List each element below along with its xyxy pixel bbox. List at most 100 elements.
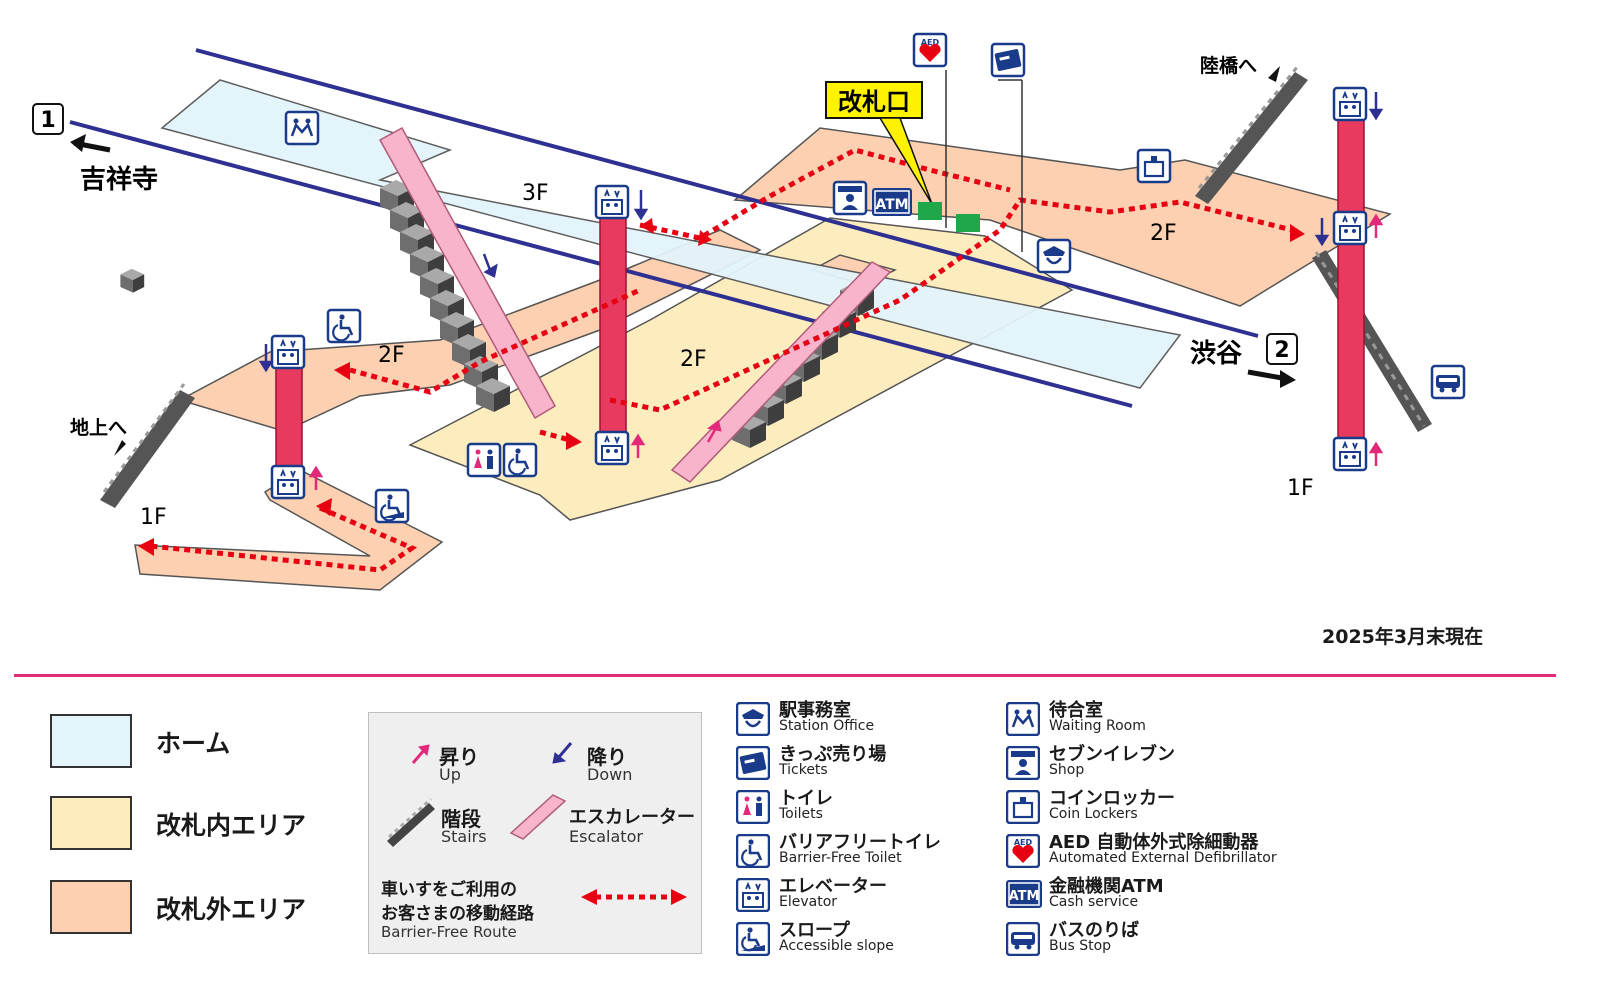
elevator-shaft-right bbox=[1337, 115, 1365, 443]
area-outside-gate: 改札外エリア bbox=[50, 880, 370, 934]
locker-icon bbox=[1006, 790, 1040, 824]
slope-icon bbox=[376, 490, 408, 522]
legend-bus-stop: バスのりば Bus Stop bbox=[1006, 920, 1306, 964]
waiting-room-icon bbox=[1006, 702, 1040, 736]
floor-3f-label: 3F bbox=[522, 181, 549, 206]
track-line-upper bbox=[195, 48, 1259, 338]
elevator-icon bbox=[1334, 88, 1366, 120]
stairs-label: 階段 bbox=[441, 807, 481, 831]
legend-atm: ATM 金融機関ATM Cash service bbox=[1006, 876, 1306, 920]
elevator-icon bbox=[596, 432, 628, 464]
waiting-room-icon bbox=[284, 110, 320, 146]
stairs-label-en: Stairs bbox=[441, 827, 487, 846]
ticket-icon bbox=[990, 42, 1026, 78]
toilet-icon bbox=[466, 442, 502, 478]
toilet-icon bbox=[736, 790, 770, 824]
legend-tickets: きっぷ売り場 Tickets bbox=[736, 744, 1036, 788]
area-label-outside-gate: 改札外エリア bbox=[156, 895, 307, 924]
elevator-icon bbox=[272, 336, 304, 368]
aed-icon: AED bbox=[1006, 834, 1040, 868]
up-arrow-icon bbox=[411, 744, 430, 764]
aed-icon: AED bbox=[912, 32, 948, 68]
to-footbridge-label: 陸橋へ bbox=[1200, 54, 1257, 77]
escalator-icon bbox=[509, 794, 567, 840]
swatch-outside-gate bbox=[50, 880, 132, 934]
as-of-date: 2025年3月末現在 bbox=[1322, 626, 1484, 648]
ticket-gate-callout bbox=[825, 81, 923, 119]
kichijoji-arrowhead bbox=[70, 134, 86, 152]
shibuya-label: 渋谷 bbox=[1190, 339, 1243, 369]
station-office-icon bbox=[1036, 238, 1072, 274]
stairs-to-footbridge bbox=[1195, 65, 1308, 204]
ticket-gate-pointer bbox=[878, 117, 933, 205]
svg-text:ATM: ATM bbox=[875, 197, 908, 213]
atm-icon: ATM bbox=[1006, 880, 1042, 908]
bus-icon bbox=[1430, 364, 1466, 400]
track-1-badge bbox=[32, 103, 64, 135]
barrier-free-route bbox=[149, 147, 1301, 573]
shop-icon bbox=[1006, 746, 1040, 780]
stairs-icon bbox=[387, 797, 435, 847]
swatch-platform bbox=[50, 714, 132, 768]
elevator-icon bbox=[1334, 438, 1366, 470]
kichijoji-label: 吉祥寺 bbox=[80, 165, 158, 195]
legend-slope: スロープ Accessible slope bbox=[736, 920, 1036, 964]
escalator-platform-center bbox=[670, 261, 892, 483]
route-label-en: Barrier-Free Route bbox=[381, 923, 517, 941]
shop-icon bbox=[832, 180, 868, 216]
area-inside-gate: 改札内エリア bbox=[50, 796, 370, 850]
slope-icon bbox=[736, 922, 770, 956]
outside-gate-area-1f bbox=[134, 469, 444, 591]
elevator-icon bbox=[1334, 212, 1366, 244]
svg-text:AED: AED bbox=[921, 38, 940, 47]
legend-toilets: トイレ Toilets bbox=[736, 788, 1036, 832]
area-platform: ホーム bbox=[50, 714, 370, 768]
elevator-icon bbox=[596, 186, 628, 218]
legend-divider bbox=[14, 674, 1556, 677]
area-label-inside-gate: 改札内エリア bbox=[156, 811, 307, 840]
station-map: 1 吉祥寺 2 渋谷 陸橋へ 地上へ 3F 2F 2F 2F 1F 1F 改札口 bbox=[32, 32, 1466, 591]
key-box-graphics bbox=[387, 742, 687, 905]
svg-text:ATM: ATM bbox=[1009, 889, 1040, 904]
wheelchair-icon bbox=[328, 310, 360, 342]
legend-waiting-room: 待合室 Waiting Room bbox=[1006, 700, 1306, 744]
route-arrowheads bbox=[138, 218, 1305, 556]
station-office-icon bbox=[736, 702, 770, 736]
to-ground-label: 地上へ bbox=[70, 416, 127, 439]
down-arrow-icon bbox=[552, 742, 573, 764]
legend-shop: セブンイレブン Shop bbox=[1006, 744, 1306, 788]
route-label-line2: お客さまの移動経路 bbox=[381, 904, 534, 924]
stairs-right-1f bbox=[1312, 250, 1432, 432]
to-ground-arrowhead bbox=[114, 440, 126, 456]
legend-elevator: エレベーター Elevator bbox=[736, 876, 1036, 920]
track-2-number: 2 bbox=[1274, 338, 1289, 363]
floor-1f-right-label: 1F bbox=[1287, 476, 1314, 501]
ticket-icon bbox=[736, 746, 770, 780]
symbol-key-box: 昇り Up 降り Down 階段 Stairs エスカレーター Escalato… bbox=[368, 712, 702, 954]
elevator-icon bbox=[272, 466, 304, 498]
route-sample-icon bbox=[581, 889, 687, 905]
area-label-platform: ホーム bbox=[156, 729, 231, 758]
ticket-gate-label: 改札口 bbox=[838, 88, 910, 116]
shibuya-arrowhead bbox=[1280, 370, 1296, 388]
locker-icon bbox=[1136, 148, 1172, 184]
to-footbridge-arrowhead bbox=[1268, 66, 1280, 82]
legend-aed: AED AED 自動体外式除細動器 Automated External Def… bbox=[1006, 832, 1306, 876]
route-label-line1: 車いすをご利用の bbox=[381, 880, 517, 900]
up-label: 昇り bbox=[439, 745, 479, 769]
up-arrows bbox=[308, 213, 1384, 490]
escalator-label-en: Escalator bbox=[569, 827, 643, 846]
elevator-shaft-left bbox=[275, 364, 303, 471]
floor-2f-center-label: 2F bbox=[680, 347, 707, 372]
up-label-en: Up bbox=[439, 765, 461, 784]
down-label-en: Down bbox=[587, 765, 633, 784]
escalator-label: エスカレーター bbox=[569, 807, 695, 828]
legend-coin-lockers: コインロッカー Coin Lockers bbox=[1006, 788, 1306, 832]
track-2-badge bbox=[1266, 333, 1298, 365]
track-1-number: 1 bbox=[40, 108, 55, 133]
wheelchair-icon bbox=[736, 834, 770, 868]
atm-icon: ATM bbox=[872, 188, 912, 216]
floor-1f-left-label: 1F bbox=[140, 505, 167, 530]
stairs-to-ground bbox=[100, 268, 195, 508]
down-label: 降り bbox=[587, 745, 627, 769]
